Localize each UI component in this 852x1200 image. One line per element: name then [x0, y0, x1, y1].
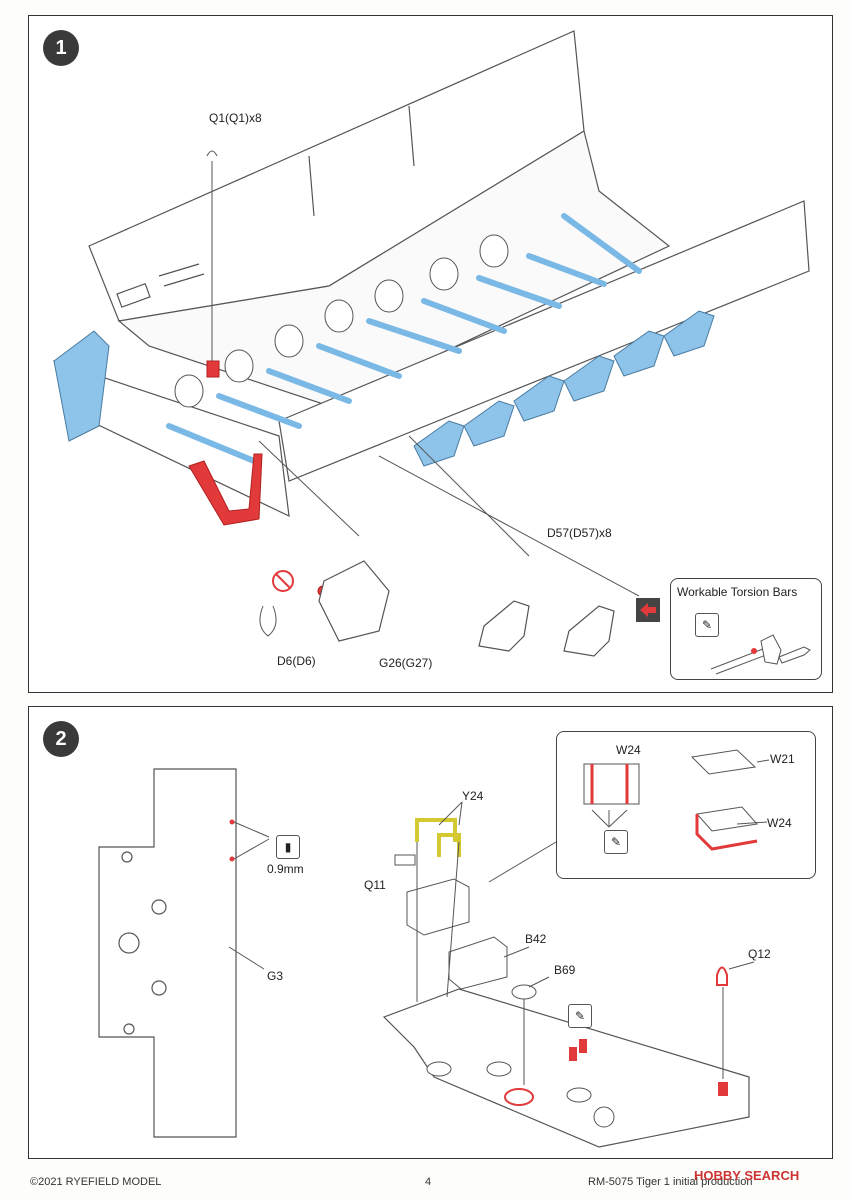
part-label-q12: Q12: [748, 947, 771, 961]
hull-lower-side: [278, 200, 810, 482]
floor-plate-drawing: [98, 768, 755, 1148]
part-label-w24-b: W24: [767, 816, 792, 830]
glue-icon: ▮: [276, 835, 300, 859]
part-label-q11: Q11: [364, 878, 386, 892]
hull-bottom-plate: [117, 130, 671, 407]
kit-title: RM-5075 Tiger 1 initial production: [588, 1176, 753, 1188]
page-number: 4: [425, 1176, 432, 1188]
step-number-badge: 1: [43, 30, 79, 66]
part-b69: [511, 984, 537, 1000]
part-q12: [716, 966, 728, 986]
part-q11: [394, 854, 416, 866]
stowage-box: [406, 878, 470, 936]
hull-assembly-drawing: [53, 30, 810, 657]
callout-detail-drawing: [710, 634, 811, 675]
watermark: HOBBY SEARCH: [694, 1168, 800, 1183]
part-b42: [448, 936, 508, 990]
part-label-y24: Y24: [462, 789, 484, 803]
part-label-b42: B42: [525, 932, 547, 946]
glue-icon: ✎: [604, 830, 628, 854]
torsion-bar-callout: Workable Torsion Bars ✎: [670, 578, 822, 680]
glue-icon: ✎: [568, 1004, 592, 1028]
suspension-arms: [413, 310, 715, 467]
part-label-d57: D57(D57)x8: [547, 526, 612, 540]
step-1-panel: 1: [28, 15, 833, 693]
step-2-panel: 2: [28, 706, 833, 1159]
callout-detail-drawing: [583, 749, 770, 851]
part-label-q1: Q1(Q1)x8: [209, 111, 262, 125]
part-g3-plate: [98, 768, 237, 1138]
detail-callout: W24 W21 W24 ✎: [556, 731, 816, 879]
step-number-badge: 2: [43, 721, 79, 757]
idler-mount: [53, 330, 110, 442]
part-label-b69: B69: [554, 963, 576, 977]
hull-floor: [382, 988, 750, 1148]
part-y24-rods: [415, 818, 461, 857]
thickness-label: 0.9mm: [267, 862, 304, 876]
copyright-text: ©2021 RYEFIELD MODEL: [30, 1176, 162, 1188]
red-frame-part: [188, 453, 263, 526]
callout-title: Workable Torsion Bars: [677, 585, 798, 599]
glue-icon: ✎: [695, 613, 719, 637]
part-label-g26: G26(G27): [379, 656, 433, 670]
torsion-bars: [166, 213, 642, 464]
part-label-w24-a: W24: [616, 743, 641, 757]
part-label-g3: G3: [267, 969, 284, 983]
part-label-d6: D6(D6): [277, 654, 316, 668]
part-label-w21: W21: [770, 752, 795, 766]
